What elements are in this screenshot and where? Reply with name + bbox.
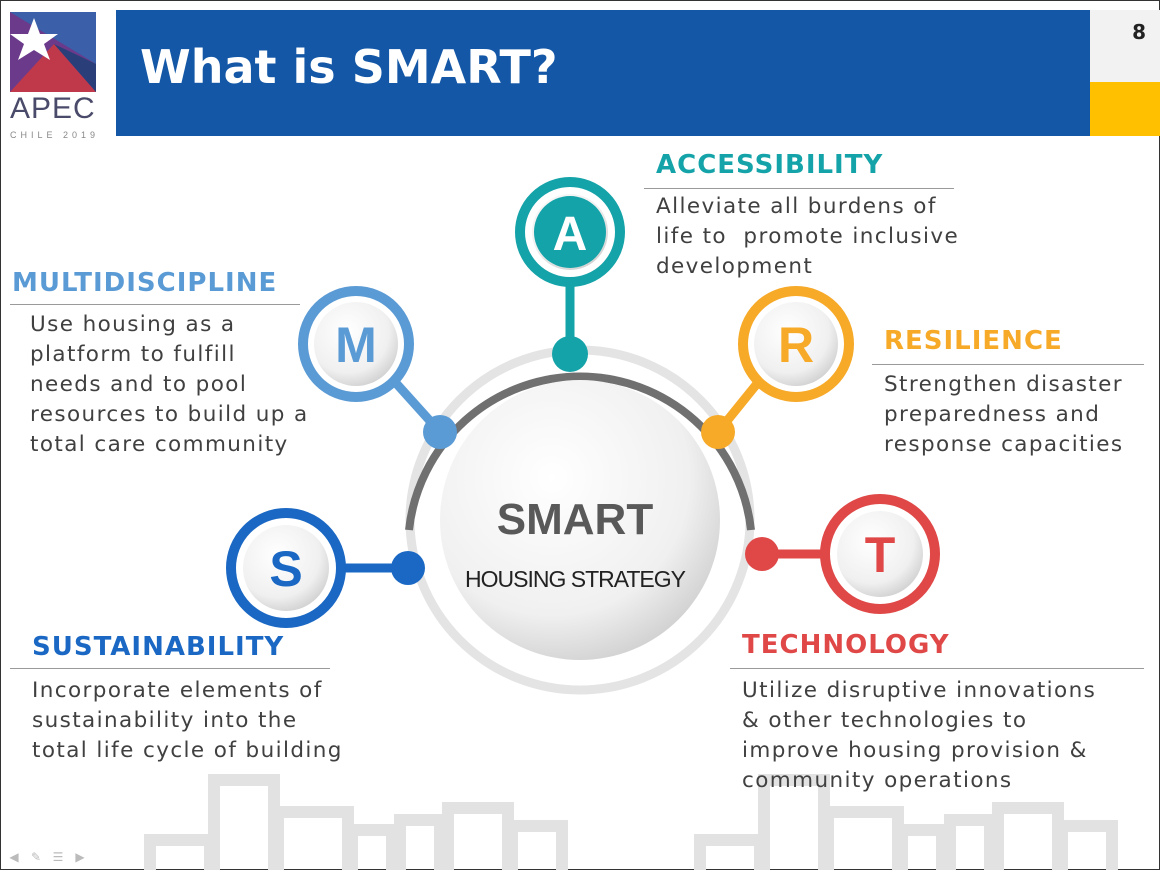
technology-divider: [730, 668, 1144, 669]
logo-subtext: CHILE 2019: [10, 130, 100, 140]
letter-s: S: [269, 541, 302, 597]
center-title: SMART: [496, 495, 654, 544]
resilience-heading: RESILIENCE: [884, 326, 1063, 356]
letter-a: A: [553, 208, 588, 261]
accessibility-node: [515, 177, 625, 372]
technology-heading: TECHNOLOGY: [742, 630, 950, 660]
resilience-description: Strengthen disaster preparedness and res…: [884, 372, 1124, 457]
sustainability-description: Incorporate elements of sustainability i…: [32, 678, 343, 763]
multidiscipline-divider: [10, 304, 300, 305]
letter-r: R: [778, 317, 814, 373]
sustainability-divider: [10, 668, 330, 669]
sustainability-heading: SUSTAINABILITY: [32, 632, 285, 662]
multidiscipline-heading: MULTIDISCIPLINE: [12, 268, 278, 298]
menu-icon[interactable]: ☰: [52, 850, 64, 864]
multidiscipline-description: Use housing as a platform to fulfill nee…: [30, 312, 309, 457]
technology-node: [745, 494, 940, 614]
outer-ring-arc: [405, 372, 755, 531]
multidiscipline-node: [298, 286, 457, 449]
accessibility-heading: ACCESSIBILITY: [656, 150, 884, 180]
skyline-right-illustration: [694, 774, 1118, 870]
next-arrow-icon[interactable]: ▶: [75, 850, 85, 864]
logo-word: APEC: [10, 92, 96, 125]
apec-logo: APEC CHILE 2019: [4, 4, 116, 144]
letter-t: T: [865, 527, 896, 583]
slideshow-nav: ◀ ✎ ☰ ▶: [6, 850, 88, 864]
prev-arrow-icon[interactable]: ◀: [9, 850, 19, 864]
sustainability-node: [226, 508, 425, 628]
skyline-left-illustration: [144, 774, 568, 870]
center-subtitle: HOUSING STRATEGY: [465, 566, 686, 592]
center-disc: [440, 380, 720, 660]
accessibility-description: Alleviate all burdens of life to promote…: [656, 194, 960, 279]
accessibility-divider: [644, 188, 954, 189]
page-number: 8: [1132, 20, 1146, 44]
title-bar: What is SMART?: [116, 10, 1090, 136]
letter-m: M: [335, 317, 377, 373]
technology-description: Utilize disruptive innovations & other t…: [742, 678, 1097, 793]
resilience-node: [701, 286, 854, 449]
resilience-divider: [872, 364, 1144, 365]
accent-block: [1090, 82, 1160, 136]
pen-icon[interactable]: ✎: [30, 850, 42, 864]
slide-title: What is SMART?: [140, 40, 558, 94]
page-number-box: 8: [1090, 10, 1160, 82]
apec-logo-mark: [10, 12, 96, 92]
